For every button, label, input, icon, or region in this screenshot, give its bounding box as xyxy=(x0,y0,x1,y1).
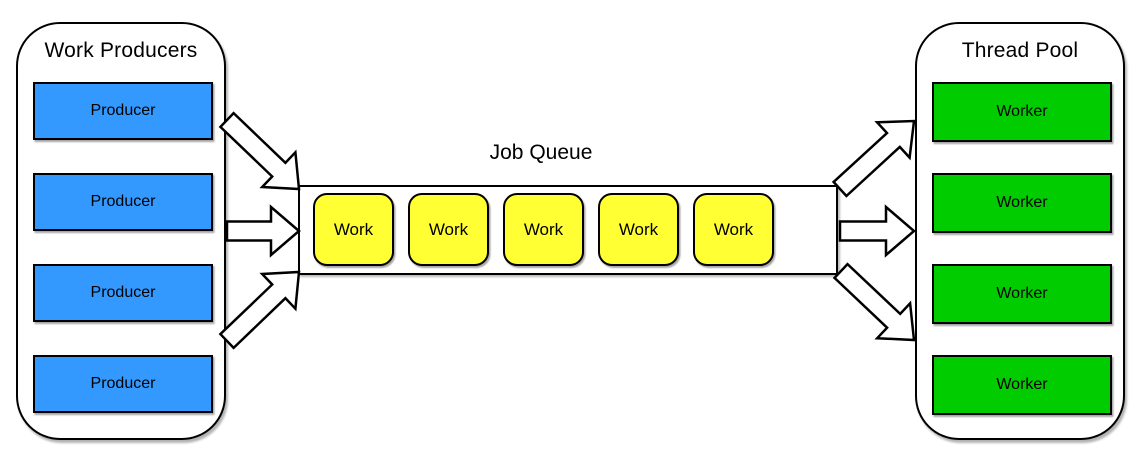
work-item-5: Work xyxy=(693,193,774,266)
worker-node-2: Worker xyxy=(932,173,1112,233)
job-queue-container: Work Work Work Work Work xyxy=(298,185,838,275)
producer-label-1: Producer xyxy=(90,102,156,119)
producer-node-1: Producer xyxy=(33,82,213,140)
worker-node-1: Worker xyxy=(932,82,1112,142)
thread-pool-container: Thread Pool Worker Worker Worker Worker xyxy=(915,22,1125,440)
arrow-queue-to-pool-bottom xyxy=(832,262,916,342)
worker-node-3: Worker xyxy=(932,264,1112,324)
work-item-1: Work xyxy=(313,193,394,266)
work-item-2: Work xyxy=(408,193,489,266)
producer-node-4: Producer xyxy=(33,355,213,413)
thread-pool-title: Thread Pool xyxy=(961,39,1079,62)
work-item-4: Work xyxy=(598,193,679,266)
producer-node-3: Producer xyxy=(33,264,213,322)
worker-label-4: Worker xyxy=(996,376,1048,393)
job-queue-title: Job Queue xyxy=(489,141,593,164)
work-label-4: Work xyxy=(618,219,659,239)
work-item-3: Work xyxy=(503,193,584,266)
arrow-producers-to-queue-middle xyxy=(225,204,301,258)
arrow-producers-to-queue-bottom xyxy=(218,270,301,350)
work-label-2: Work xyxy=(428,219,469,239)
producer-label-2: Producer xyxy=(90,193,156,210)
work-producers-container: Work Producers Producer Producer Produce… xyxy=(16,22,226,440)
work-label-3: Work xyxy=(523,219,564,239)
arrow-queue-to-pool-middle xyxy=(838,204,916,258)
work-producers-title: Work Producers xyxy=(44,39,198,62)
producer-label-3: Producer xyxy=(90,284,156,301)
worker-node-4: Worker xyxy=(932,355,1112,415)
work-label-5: Work xyxy=(713,219,754,239)
arrow-queue-to-pool-top xyxy=(831,119,916,198)
producer-label-4: Producer xyxy=(90,375,156,392)
arrow-producers-to-queue-top xyxy=(218,111,301,191)
producer-node-2: Producer xyxy=(33,173,213,231)
worker-label-1: Worker xyxy=(996,103,1048,120)
work-label-1: Work xyxy=(333,219,374,239)
worker-label-2: Worker xyxy=(996,194,1048,211)
worker-label-3: Worker xyxy=(996,285,1048,302)
